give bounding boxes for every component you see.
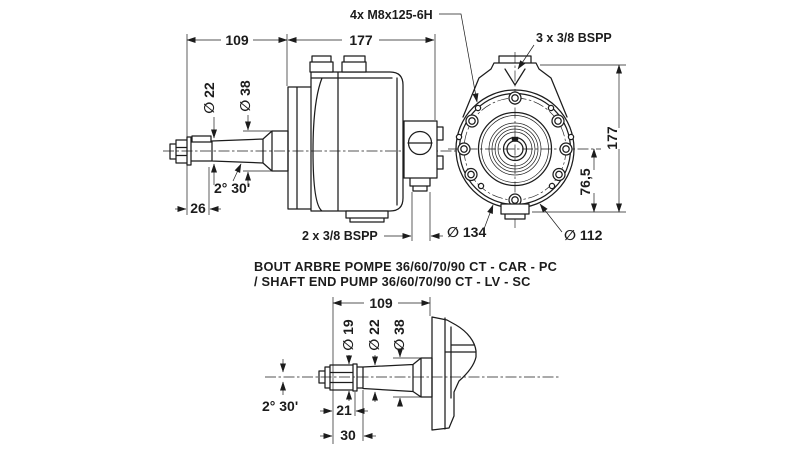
side-ports-label: 2 x 3/8 BSPP — [302, 229, 378, 243]
caption-line-1: BOUT ARBRE POMPE 36/60/70/90 CT - CAR - … — [254, 259, 557, 274]
side-view-top-ports — [309, 55, 367, 73]
shaft-detail-extension-lines — [332, 297, 431, 444]
dim-109-label: 109 — [225, 32, 249, 48]
bolt-hole — [508, 193, 522, 207]
dim-177-label: 177 — [349, 32, 373, 48]
face-circle — [477, 111, 553, 187]
front-housing-outline — [462, 55, 568, 118]
front-view: 4x M8x125-6H 3 x 3/8 BSPP 177 76,5 ∅ 134… — [350, 8, 626, 243]
bolt-hole — [457, 142, 471, 156]
dim-30-label: 30 — [340, 427, 356, 443]
dia-112-label: ∅ 112 — [564, 227, 603, 243]
caption: BOUT ARBRE POMPE 36/60/70/90 CT - CAR - … — [254, 259, 557, 289]
m8-leader — [439, 13, 479, 103]
dia-22-label: ∅ 22 — [201, 82, 217, 114]
m8-screws-label: 4x M8x125-6H — [350, 8, 433, 22]
dim-21-label: 21 — [336, 402, 352, 418]
bolt-hole — [551, 114, 565, 128]
side-view-body — [287, 71, 404, 212]
bolt-hole — [464, 167, 478, 182]
front-extension-lines — [532, 64, 626, 213]
dia-134-leader — [483, 204, 494, 230]
caption-line-2: / SHAFT END PUMP 36/60/70/90 CT - LV - S… — [254, 274, 531, 289]
side-view: 109 177 ∅ 22 ∅ 38 2° 30' 26 2 x 3/8 BSPP — [163, 32, 468, 243]
taper-angle-label: 2° 30' — [214, 180, 250, 196]
m8-screw-holes — [455, 104, 575, 190]
shaft-detail-body — [431, 316, 477, 431]
bolt-hole — [508, 91, 522, 105]
shaft-detail-shaft — [318, 357, 433, 398]
side-view-extension-lines — [186, 34, 436, 241]
dia-38b-label: ∅ 38 — [391, 319, 407, 351]
keyway-slot — [511, 136, 519, 141]
dia-134-label: ∅ 134 — [447, 224, 486, 240]
hub-rings — [488, 122, 542, 176]
bolt-hole — [559, 142, 573, 156]
face-circle-inner — [481, 115, 549, 183]
taper-leader — [232, 163, 242, 182]
bolt-hole — [465, 114, 479, 128]
bolt-hole — [552, 167, 566, 182]
shaft-hole-circle — [506, 140, 524, 158]
side-view-bottom-foot — [345, 210, 389, 223]
dia-19-label: ∅ 19 — [340, 319, 356, 351]
dia-112-leader — [539, 203, 563, 233]
shaft-detail-view: 109 ∅ 19 ∅ 22 ∅ 38 2° 30' 21 30 — [262, 295, 560, 444]
dim-26-label: 26 — [190, 200, 206, 216]
front-ports-label: 3 x 3/8 BSPP — [536, 31, 612, 45]
taper-angle-b-label: 2° 30' — [262, 398, 298, 414]
dia-38-label: ∅ 38 — [237, 80, 253, 112]
dim-765-label: 76,5 — [577, 168, 593, 195]
dim-177v-label: 177 — [604, 126, 620, 150]
front-bottom-port — [500, 203, 530, 220]
front-view-crosshair — [448, 52, 601, 228]
bspp3-leader — [517, 44, 535, 70]
dim-109b-label: 109 — [369, 295, 393, 311]
dia-22b-label: ∅ 22 — [366, 319, 382, 351]
